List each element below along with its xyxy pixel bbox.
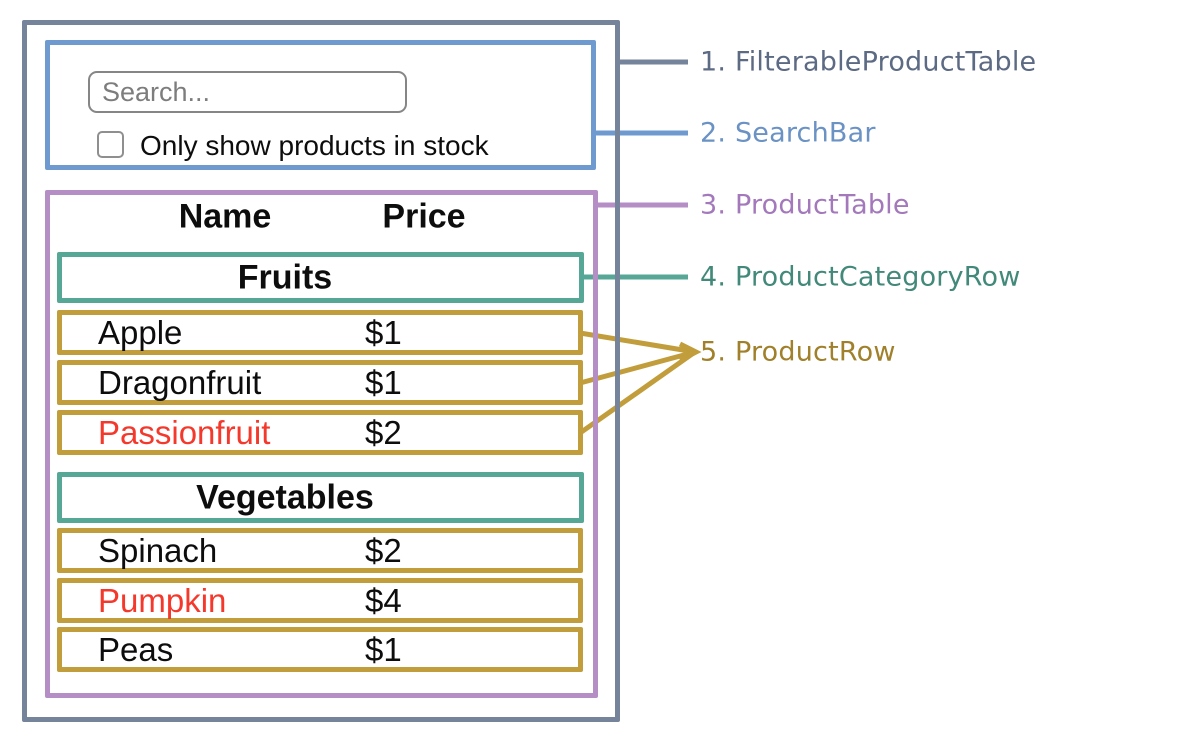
product-row-passionfruit [57,410,583,455]
column-header-price: Price [382,197,466,236]
product-row-pumpkin [57,578,583,623]
category-row-fruits [57,252,584,303]
product-name: Dragonfruit [98,364,262,401]
product-price: $2 [365,532,402,569]
product-name: Peas [98,631,174,668]
legend-item-product-category-row: 4. ProductCategoryRow [700,261,1021,293]
product-name-out-of-stock: Pumpkin [98,582,227,619]
product-price: $4 [365,582,402,619]
product-price: $1 [365,631,402,668]
product-row-spinach [57,528,583,573]
product-row-apple [57,310,583,355]
product-price: $1 [365,364,402,401]
product-row-dragonfruit [57,360,583,405]
search-placeholder: Search... [102,76,211,107]
product-table-outline [45,190,598,698]
in-stock-checkbox[interactable] [97,131,124,158]
arrowhead-icon [678,341,702,363]
product-row-peas [57,627,583,672]
product-name: Apple [98,314,183,351]
legend-item-product-row: 5. ProductRow [700,336,896,368]
search-input[interactable]: Search... [88,71,407,113]
column-header-name: Name [178,197,272,236]
product-price: $1 [365,314,402,351]
legend-item-product-table: 3. ProductTable [700,189,910,221]
legend-item-search-bar: 2. SearchBar [700,117,876,149]
category-row-vegetables [57,472,584,523]
in-stock-checkbox-label: Only show products in stock [140,130,489,161]
product-name: Spinach [98,532,218,569]
legend-item-filterable-product-table: 1. FilterableProductTable [700,46,1037,78]
product-price: $2 [365,414,402,451]
category-title-vegetables: Vegetables [196,478,374,517]
category-title-fruits: Fruits [237,258,333,297]
product-name-out-of-stock: Passionfruit [98,414,271,451]
filterable-product-table-outline [22,20,620,722]
search-bar-outline [45,40,596,170]
